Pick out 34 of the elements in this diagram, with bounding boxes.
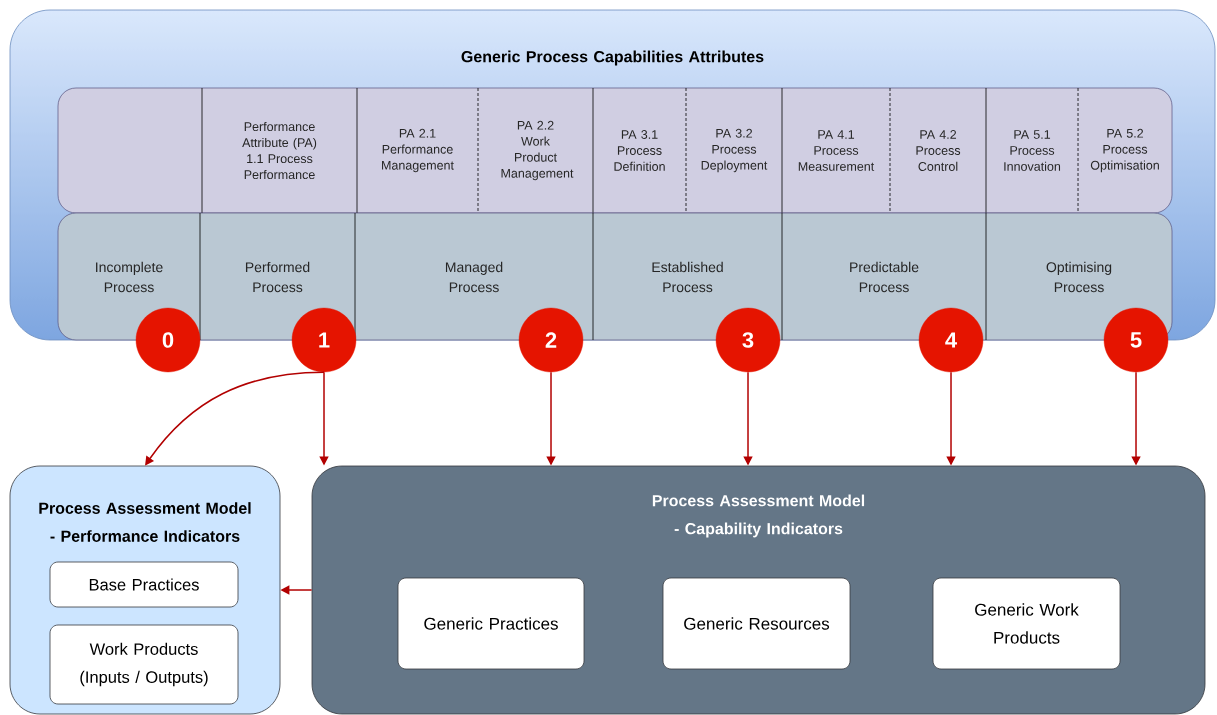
node-label: PA 5.1 Process Innovation	[1004, 130, 1061, 171]
node-label: Incomplete Process	[96, 261, 163, 293]
indicator-box: Base Practices	[49, 561, 239, 608]
node-label: PA 4.2 Process Control	[916, 130, 961, 171]
level-badge: 4	[918, 307, 984, 373]
attribute-cell: PA 5.2 Process Optimisation	[1077, 87, 1173, 214]
indicator-box: Generic Practices	[397, 577, 585, 670]
node-label: Established Process	[652, 261, 723, 293]
attribute-cell	[57, 87, 203, 214]
attribute-cell: PA 3.2 Process Deployment	[685, 87, 783, 214]
attribute-cell: PA 4.1 Process Measurement	[781, 87, 891, 214]
node-label: PA 3.2 Process Deployment	[701, 128, 768, 173]
level-badge: 1	[291, 307, 357, 373]
node-label: Managed Process	[445, 261, 503, 293]
node-label: Performed Process	[245, 261, 310, 293]
indicator-box: Generic Resources	[662, 577, 851, 670]
node-label: PA 2.1 Performance Management	[382, 128, 454, 173]
attribute-cell: PA 5.1 Process Innovation	[985, 87, 1079, 214]
level-badge: 0	[135, 307, 201, 373]
indicator-box: Generic Work Products	[932, 577, 1121, 670]
attribute-cell: PA 2.1 Performance Management	[356, 87, 479, 214]
level-badge: 3	[715, 307, 781, 373]
node-label: PA 4.1 Process Measurement	[798, 130, 875, 171]
level-badge: 5	[1103, 307, 1169, 373]
node-label: Performance Attribute (PA) 1.1 Process Performance	[242, 121, 317, 180]
attribute-cell: Performance Attribute (PA) 1.1 Process Performance	[201, 87, 358, 214]
attribute-cell: PA 3.1 Process Definition	[592, 87, 687, 214]
node-label: PA 3.1 Process Definition	[614, 130, 665, 171]
attribute-cell: PA 4.2 Process Control	[889, 87, 987, 214]
node-label: Predictable Process	[850, 261, 919, 293]
indicator-box: Work Products (Inputs / Outputs)	[49, 624, 239, 705]
node-label: PA 2.2 Work Product Management	[501, 120, 574, 181]
level-badge: 2	[518, 307, 584, 373]
attribute-cell: PA 2.2 Work Product Management	[477, 87, 594, 214]
